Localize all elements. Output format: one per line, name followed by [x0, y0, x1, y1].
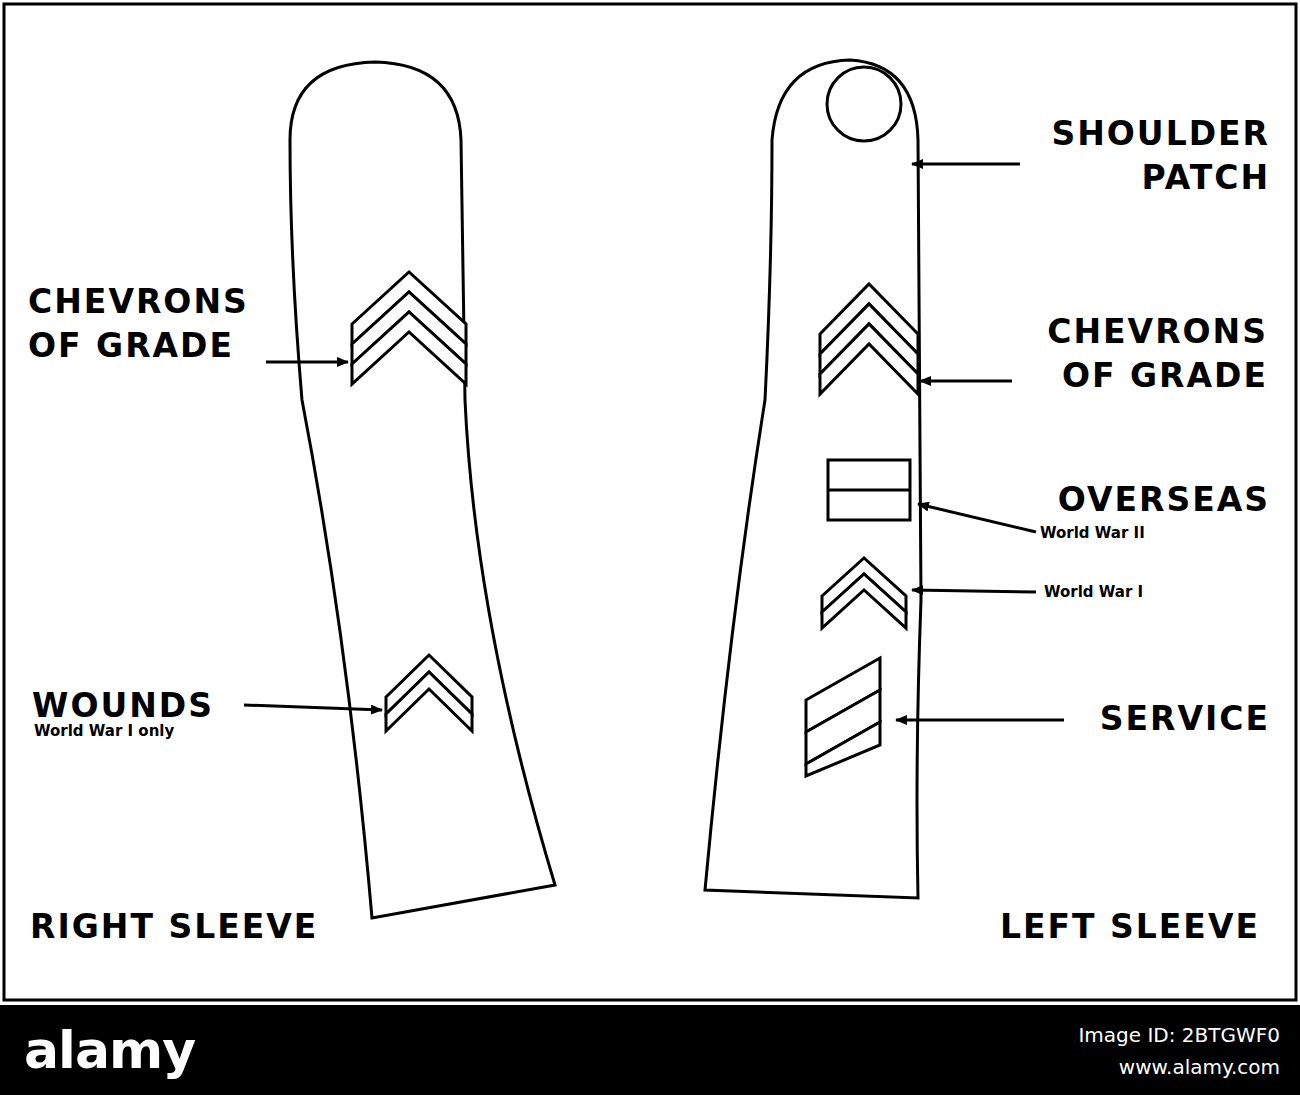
part-label: SHOULDER PATCH	[1000, 112, 1270, 200]
left-sleeve-outline	[705, 60, 921, 898]
watermark: www.alamy.com	[960, 1054, 1280, 1080]
overseas-bar	[828, 460, 910, 520]
leader-arrows	[244, 164, 1064, 720]
note-label: World War II	[1040, 524, 1180, 542]
chevrons	[352, 272, 918, 731]
shoulder-patch-circle	[827, 67, 901, 141]
part-label: WOUNDS	[32, 684, 246, 728]
chevron-stripe	[352, 312, 466, 384]
service-stripes	[806, 658, 880, 776]
sleeve-title: RIGHT SLEEVE	[30, 905, 360, 949]
chevron-stripe	[386, 672, 472, 731]
chevron-stripe	[822, 574, 906, 628]
sleeve-title: LEFT SLEEVE	[960, 905, 1260, 949]
frame	[4, 4, 1296, 1000]
watermark-band	[0, 1005, 1300, 1095]
part-label: CHEVRONS OF GRADE	[1004, 310, 1268, 398]
chevron-stripe	[820, 324, 918, 394]
watermark: Image ID: 2BTGWF0	[960, 1022, 1280, 1048]
note-label: World War I	[1044, 583, 1184, 601]
part-label: CHEVRONS OF GRADE	[28, 280, 278, 368]
part-label: OVERSEAS	[1018, 478, 1270, 522]
part-label: SERVICE	[1070, 697, 1270, 741]
watermark: alamy	[24, 1020, 284, 1080]
note-label: World War I only	[34, 722, 234, 740]
right-sleeve-outline	[290, 62, 555, 918]
